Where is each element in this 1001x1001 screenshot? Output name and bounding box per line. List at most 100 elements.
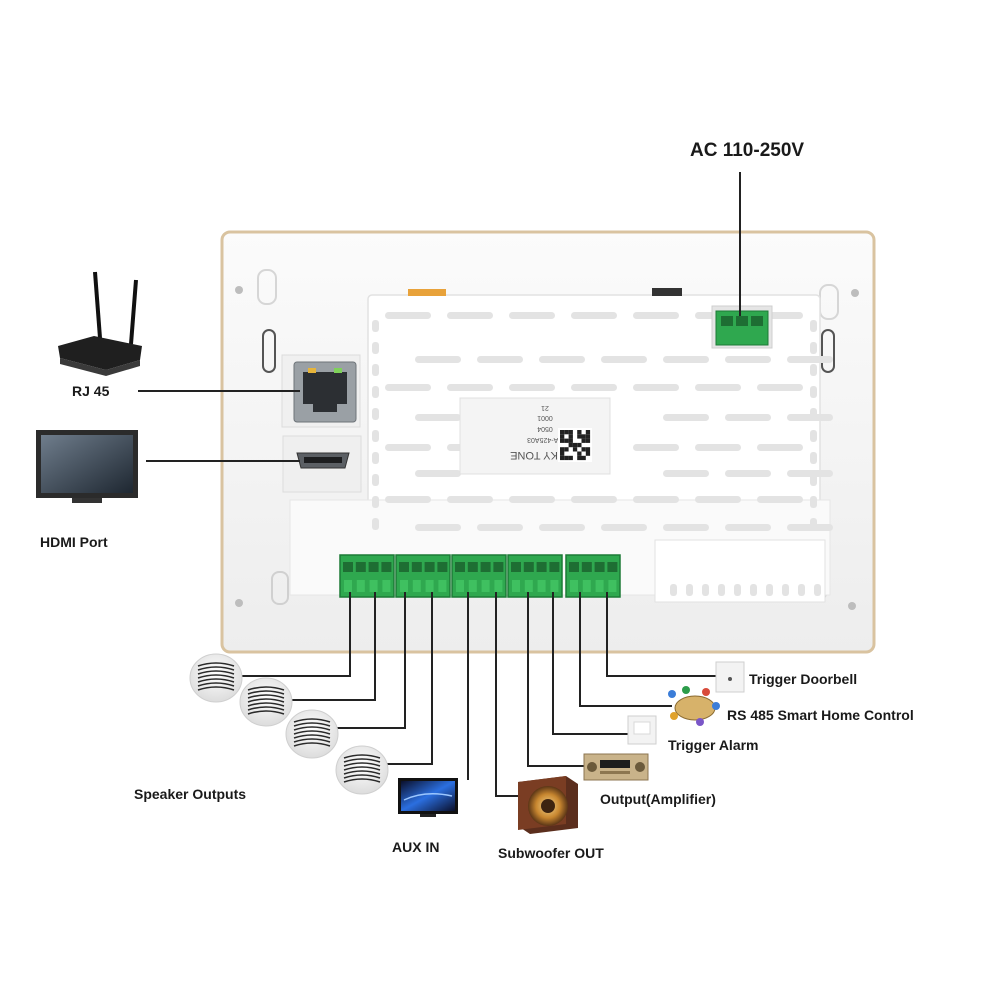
- vent-slot: [509, 384, 555, 391]
- vent-slot: [810, 518, 817, 530]
- vent-slot: [372, 474, 379, 486]
- terminal-block: [507, 554, 563, 598]
- vent-slot: [702, 584, 709, 596]
- vent-slot: [477, 524, 523, 531]
- vent-slot: [782, 584, 789, 596]
- vent-slot: [725, 414, 771, 421]
- vent-slot: [601, 356, 647, 363]
- vent-slot: [810, 430, 817, 442]
- vent-slot: [810, 386, 817, 398]
- terminal-block: [451, 554, 507, 598]
- sticker-code: 21: [541, 404, 549, 411]
- vent-slot: [725, 356, 771, 363]
- vent-slot: [509, 312, 555, 319]
- terminal-block: [565, 554, 621, 598]
- amplifier-label: Output(Amplifier): [600, 791, 716, 807]
- vent-slot: [372, 342, 379, 354]
- hdmi-label: HDMI Port: [40, 534, 108, 550]
- vent-slot: [415, 470, 461, 477]
- speaker-icon: [335, 745, 389, 795]
- vent-slot: [447, 496, 493, 503]
- vent-slot: [663, 356, 709, 363]
- vent-slot: [810, 320, 817, 332]
- sticker-code: 0504: [537, 425, 553, 432]
- speaker-group: [189, 653, 389, 795]
- vent-slot: [766, 584, 773, 596]
- rj45-label: RJ 45: [72, 383, 110, 399]
- subwoofer-label: Subwoofer OUT: [498, 845, 604, 861]
- vent-slot: [757, 496, 803, 503]
- vent-slot: [686, 584, 693, 596]
- chip-marker: [408, 289, 446, 296]
- terminal-blocks: [339, 554, 621, 598]
- vent-slot: [757, 384, 803, 391]
- vent-slot: [571, 496, 617, 503]
- vent-slot: [750, 584, 757, 596]
- vent-slot: [633, 496, 679, 503]
- vent-slot: [601, 524, 647, 531]
- vent-slot: [571, 384, 617, 391]
- aux-in-label: AUX IN: [392, 839, 440, 855]
- vent-slot: [810, 452, 817, 464]
- ac-power-terminal: [711, 305, 773, 349]
- vent-slot: [415, 414, 461, 421]
- vent-slot: [695, 384, 741, 391]
- vent-slot: [372, 386, 379, 398]
- terminal-block: [395, 554, 451, 598]
- vent-slot: [787, 524, 833, 531]
- vent-slot: [539, 524, 585, 531]
- ac-power-label: AC 110-250V: [690, 140, 805, 161]
- sticker-model: BA-425A03: [527, 436, 563, 443]
- vent-slot: [814, 584, 821, 596]
- doorbell-label: Trigger Doorbell: [749, 671, 858, 687]
- router-icon: [58, 271, 142, 376]
- vent-slot: [725, 470, 771, 477]
- hdmi-port: [282, 435, 362, 493]
- vent-slot: [734, 584, 741, 596]
- vent-slot: [385, 384, 431, 391]
- rj45-port: [281, 354, 361, 428]
- vent-slot: [571, 312, 617, 319]
- terminal-block: [339, 554, 395, 598]
- doorbell-icon: [715, 661, 745, 693]
- vent-slot: [372, 408, 379, 420]
- alarm-trigger-icon: [627, 715, 657, 745]
- product-sticker: LUCKY TONE BA-425A03 0504 0001 21: [459, 397, 611, 475]
- vent-slots: [372, 312, 833, 596]
- vent-slot: [663, 524, 709, 531]
- vent-slot: [415, 524, 461, 531]
- vent-slot: [633, 444, 679, 451]
- alarm-label: Trigger Alarm: [668, 737, 759, 753]
- smart-home-icon: [668, 686, 720, 726]
- vent-slot: [695, 496, 741, 503]
- vent-slot: [810, 342, 817, 354]
- vent-slot: [372, 452, 379, 464]
- vent-slot: [372, 430, 379, 442]
- vent-slot: [385, 312, 431, 319]
- vent-slot: [477, 356, 523, 363]
- tv-monitor-icon: [36, 430, 138, 503]
- vent-slot: [509, 496, 555, 503]
- speaker-outputs-label: Speaker Outputs: [134, 786, 247, 802]
- vent-slot: [810, 364, 817, 376]
- speaker-icon: [189, 653, 243, 703]
- vent-slot: [787, 414, 833, 421]
- vent-slot: [787, 356, 833, 363]
- vent-slot: [810, 408, 817, 420]
- vent-slot: [757, 444, 803, 451]
- sticker-code: 0001: [537, 414, 553, 421]
- vent-slot: [633, 384, 679, 391]
- vent-slot: [810, 474, 817, 486]
- vent-slot: [539, 356, 585, 363]
- vent-slot: [670, 584, 677, 596]
- vent-slot: [718, 584, 725, 596]
- rs485-label: RS 485 Smart Home Control: [727, 707, 914, 723]
- vent-slot: [385, 444, 431, 451]
- speaker-icon: [285, 709, 339, 759]
- vent-slot: [787, 470, 833, 477]
- vent-slot: [372, 518, 379, 530]
- speaker-icon: [239, 677, 293, 727]
- vent-slot: [372, 496, 379, 508]
- amplifier-icon: [583, 753, 649, 781]
- vent-slot: [695, 444, 741, 451]
